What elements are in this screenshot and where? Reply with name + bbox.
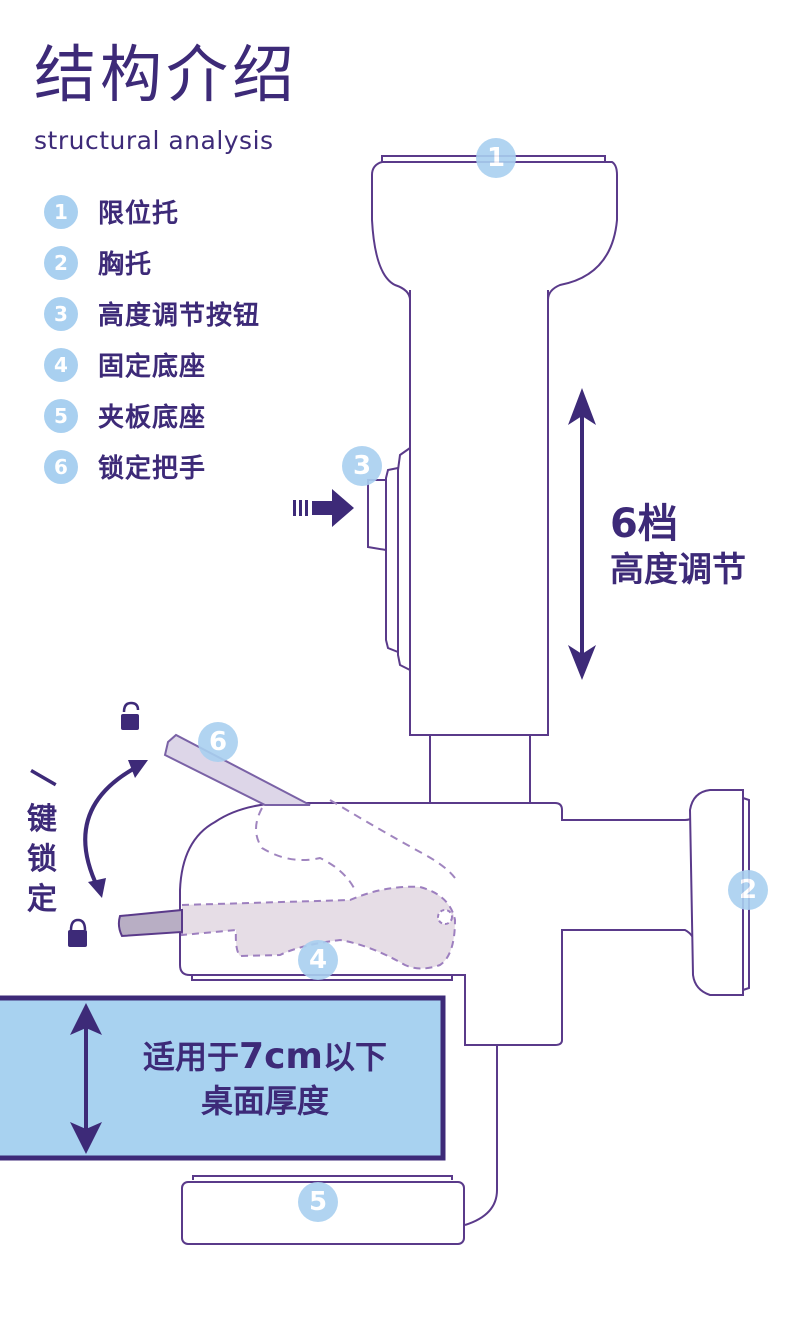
lock-rotation-arrow: [83, 760, 148, 898]
marker-2: 2: [728, 870, 768, 910]
height-button-plate: [385, 467, 399, 653]
clamp-base-plate: [192, 1175, 453, 1180]
height-range-arrow: [568, 388, 596, 680]
marker-6: 6: [198, 722, 238, 762]
height-button-body: [397, 447, 411, 671]
legend-item: 1 限位托: [44, 186, 260, 237]
marker-5: 5: [298, 1182, 338, 1222]
column-upper: [409, 290, 549, 736]
number-badge: 4: [44, 347, 78, 382]
limit-pad: [371, 161, 618, 301]
height-adjust-label: 6档 高度调节: [610, 500, 746, 592]
lever-ghost: [255, 799, 456, 891]
arrow-right-icon: [293, 489, 354, 527]
desk-line-1: 适用于7cm以下: [110, 1035, 420, 1079]
legend-item: 5 夹板底座: [44, 390, 260, 441]
desk-max-thickness: 7cm: [239, 1036, 323, 1077]
padlock-open-icon: [121, 701, 140, 730]
desk-suffix: 以下: [322, 1038, 387, 1076]
legend-label: 固定底座: [98, 352, 207, 382]
lock-char: 定: [27, 882, 57, 917]
height-label: 高度调节: [610, 550, 746, 590]
number-badge: 1: [44, 194, 78, 229]
one-key-lock-label: 一 键 锁 定: [21, 757, 64, 920]
number-badge: 5: [44, 398, 78, 433]
clamp-rod: [464, 1045, 498, 1226]
legend-item: 2 胸托: [44, 237, 260, 288]
number-badge: 6: [44, 449, 78, 484]
legend-item: 4 固定底座: [44, 339, 260, 390]
desk-line-2: 桌面厚度: [200, 1082, 329, 1120]
padlock-closed-icon: [68, 918, 87, 947]
marker-3: 3: [342, 446, 382, 486]
fixed-base-plate: [191, 975, 453, 981]
legend-item: 6 锁定把手: [44, 441, 260, 492]
page-subtitle: structural analysis: [34, 126, 274, 155]
height-button-cap: [367, 479, 387, 551]
column-lower: [429, 735, 531, 806]
lever-handle-locked: [117, 908, 183, 938]
lock-char: 锁: [27, 842, 57, 877]
desk-board: [0, 995, 446, 1161]
desk-thickness-label: 适用于7cm以下 桌面厚度: [110, 1035, 420, 1123]
marker-1: 1: [476, 138, 516, 178]
lever-pivot: [437, 909, 453, 925]
legend-label: 限位托: [98, 199, 180, 229]
lock-char: 键: [27, 802, 57, 837]
height-levels: 6档: [610, 501, 678, 547]
chest-pad: [688, 789, 744, 996]
parts-legend: 1 限位托 2 胸托 3 高度调节按钮 4 固定底座 5 夹板底座 6 锁定把手: [44, 186, 260, 492]
marker-4: 4: [298, 940, 338, 980]
legend-item: 3 高度调节按钮: [44, 288, 260, 339]
desk-thickness-arrow: [70, 1003, 102, 1154]
locking-lever: [181, 885, 457, 970]
legend-label: 锁定把手: [98, 454, 207, 484]
legend-label: 胸托: [98, 250, 153, 280]
legend-label: 夹板底座: [98, 403, 207, 433]
desk-prefix: 适用于: [143, 1038, 240, 1076]
number-badge: 3: [44, 296, 78, 331]
number-badge: 2: [44, 245, 78, 280]
page-title: 结构介绍: [34, 38, 299, 111]
legend-label: 高度调节按钮: [98, 301, 261, 331]
